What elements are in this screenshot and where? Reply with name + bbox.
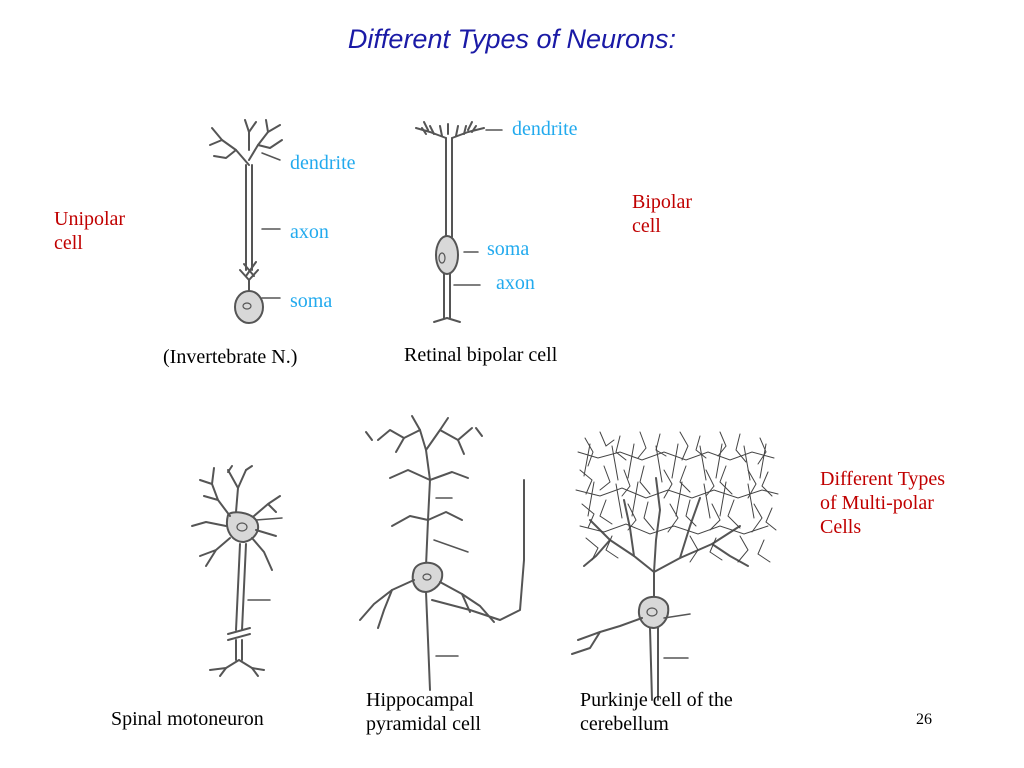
unipolar-caption: (Invertebrate N.) — [163, 346, 298, 368]
unipolar-heading: Unipolar cell — [54, 207, 125, 255]
multipolar-heading-line1: Different Types — [820, 468, 946, 490]
purkinje-cell-drawing — [571, 477, 749, 701]
purkinje-dendritic-arbor — [575, 431, 779, 563]
slide-title: Different Types of Neurons: — [347, 24, 677, 54]
spinal-motoneuron-caption: Spinal motoneuron — [111, 708, 264, 730]
purkinje-caption: Purkinje cell of the cerebellum — [580, 688, 733, 736]
hippocampal-pyramidal-drawing — [359, 415, 525, 691]
purkinje-caption-line2: cerebellum — [580, 713, 669, 735]
page-number: 26 — [916, 711, 932, 728]
bipolar-soma-label: soma — [487, 238, 530, 260]
multipolar-heading: Different Types of Multi-polar Cells — [820, 467, 945, 539]
spinal-motoneuron-drawing — [191, 465, 283, 677]
bipolar-caption: Retinal bipolar cell — [404, 344, 558, 366]
hippocampal-caption-line2: pyramidal cell — [366, 713, 481, 735]
unipolar-heading-line2: cell — [54, 232, 83, 254]
bipolar-neuron-drawing — [415, 121, 503, 323]
bipolar-heading-line1: Bipolar — [632, 191, 692, 213]
purkinje-caption-line1: Purkinje cell of the — [580, 689, 733, 711]
bipolar-dendrite-label: dendrite — [512, 118, 578, 140]
bipolar-heading: Bipolar cell — [632, 190, 692, 238]
unipolar-heading-line1: Unipolar — [54, 208, 126, 230]
unipolar-axon-label: axon — [290, 221, 329, 243]
hippocampal-caption-line1: Hippocampal — [366, 689, 474, 711]
multipolar-heading-line2: of Multi-polar — [820, 492, 934, 514]
bipolar-heading-line2: cell — [632, 215, 661, 237]
unipolar-soma-label: soma — [290, 290, 333, 312]
bipolar-axon-label: axon — [496, 272, 535, 294]
multipolar-heading-line3: Cells — [820, 516, 862, 538]
unipolar-dendrite-label: dendrite — [290, 152, 356, 174]
hippocampal-caption: Hippocampal pyramidal cell — [366, 688, 481, 736]
unipolar-neuron-drawing — [209, 119, 283, 324]
